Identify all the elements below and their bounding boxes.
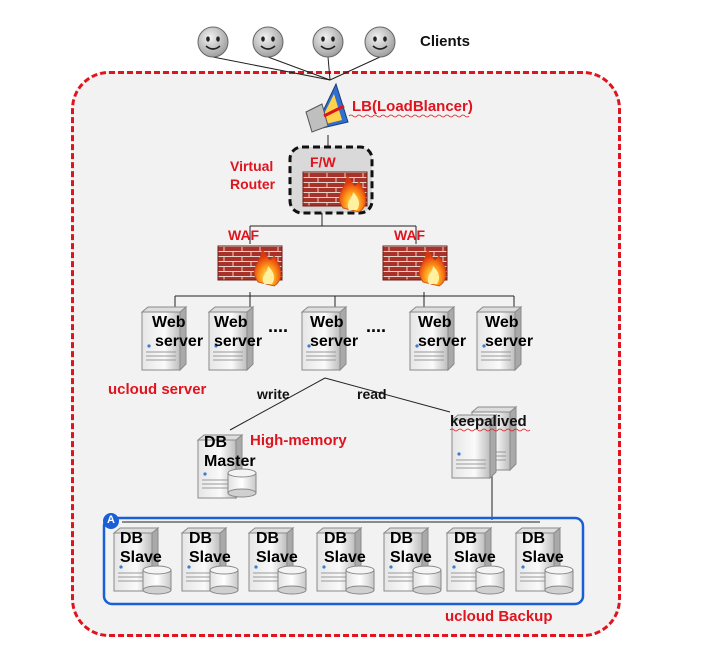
- virtual-router-label-line2: Router: [230, 176, 276, 192]
- ellipsis-right: ....: [366, 316, 387, 336]
- ucloud-backup-box: [102, 516, 585, 606]
- clients-label: Clients: [420, 33, 471, 50]
- high-memory-label: High-memory: [250, 432, 347, 449]
- fw-label: F/W: [310, 154, 336, 170]
- waf-label-left: WAF: [228, 227, 260, 243]
- waf-label-right: WAF: [394, 227, 426, 243]
- db-master-disk-icon: [227, 468, 257, 498]
- ellipsis-left: ....: [268, 316, 289, 336]
- waf-firewall-icon-right: [382, 245, 448, 287]
- client-icons: [197, 26, 396, 58]
- keepalived-label: keepalived: [450, 413, 527, 430]
- load-balancer-icon: [305, 82, 349, 133]
- ucloud-backup-label: ucloud Backup: [445, 608, 553, 625]
- ucloud-server-label: ucloud server: [108, 381, 207, 398]
- badge-a-label: A: [107, 514, 115, 526]
- waf-firewall-icon-left: [217, 245, 283, 287]
- badge-a-icon: [103, 513, 119, 529]
- network-links: [122, 135, 540, 523]
- write-label: write: [257, 386, 290, 402]
- lb-label: LB(LoadBlancer): [352, 98, 473, 115]
- virtual-router-label-line1: Virtual: [230, 158, 274, 174]
- fw-firewall-icon: [302, 171, 368, 213]
- client-links: [212, 56, 381, 81]
- read-label: read: [357, 386, 387, 402]
